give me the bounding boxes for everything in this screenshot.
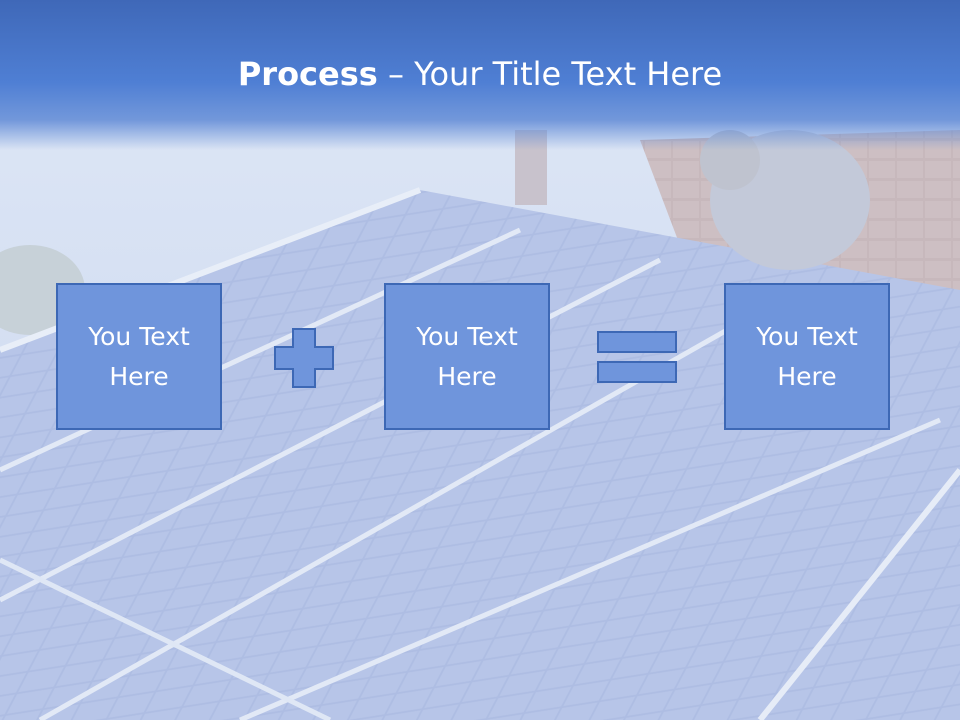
text-box-1-label: You Text Here [88, 321, 190, 391]
text-box-1[interactable]: You Text Here [56, 283, 222, 430]
text-box-2[interactable]: You Text Here [384, 283, 550, 430]
title-bar [0, 0, 960, 150]
equals-icon[interactable] [597, 331, 677, 383]
title-rest-text: – Your Title Text Here [377, 55, 723, 93]
plus-icon[interactable] [273, 327, 335, 389]
title-bold-text: Process [237, 55, 378, 93]
text-box-3[interactable]: You Text Here [724, 283, 890, 430]
text-box-3-label: You Text Here [756, 321, 858, 391]
text-box-2-label: You Text Here [416, 321, 518, 391]
slide-title[interactable]: Process – Your Title Text Here [0, 52, 960, 96]
